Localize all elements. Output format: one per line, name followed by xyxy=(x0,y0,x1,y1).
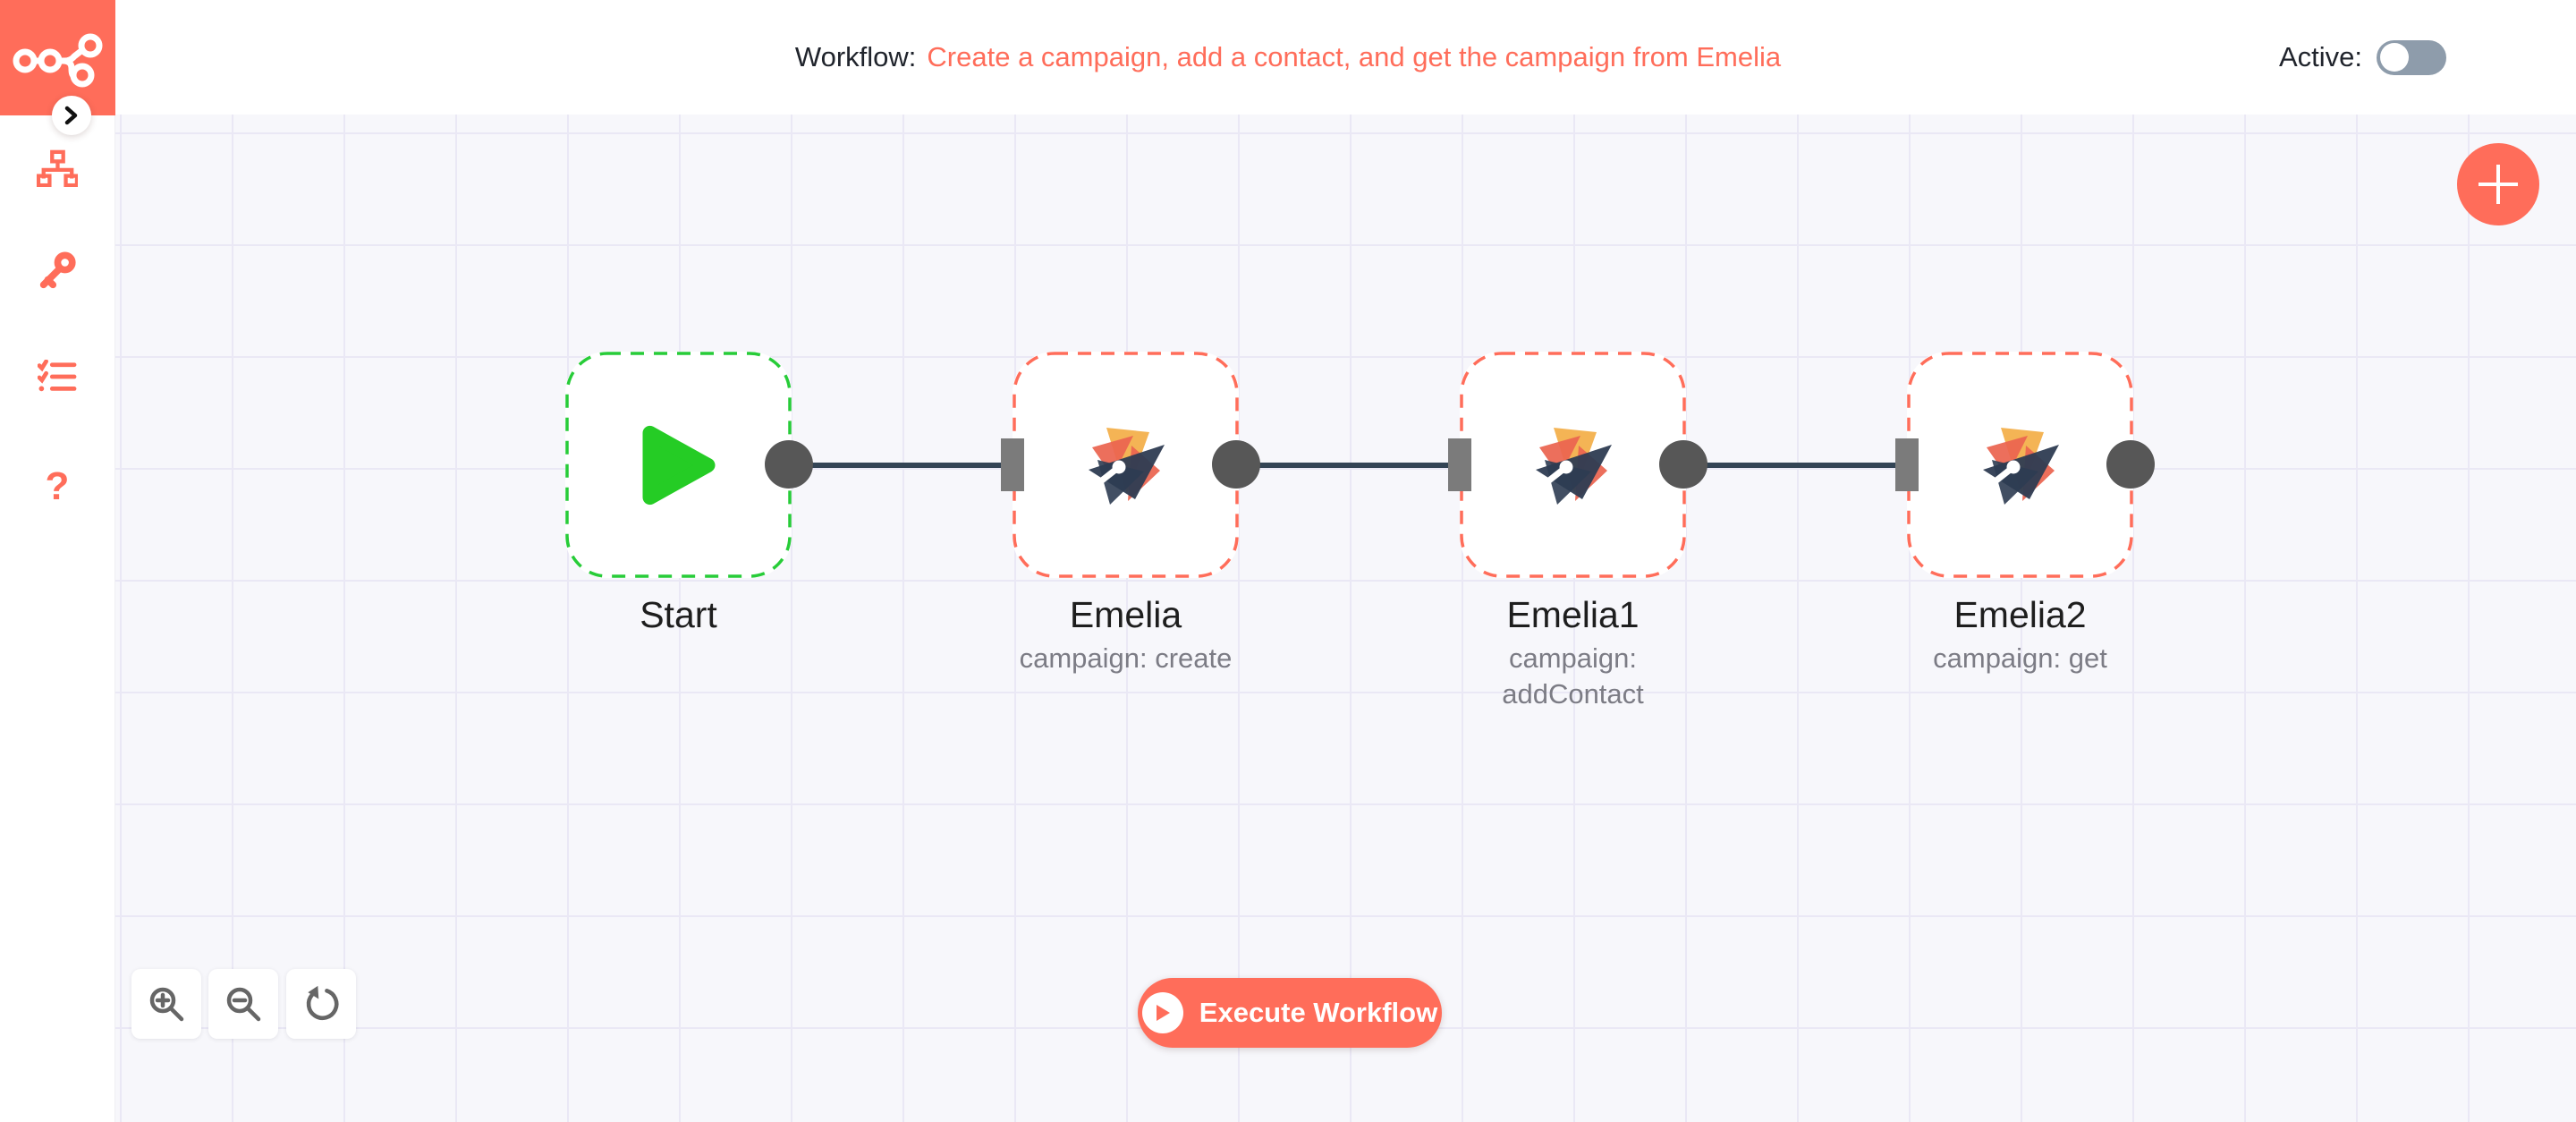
active-toggle[interactable] xyxy=(2377,39,2446,75)
connection-start-emelia[interactable] xyxy=(789,463,1013,468)
sidebar-item-executions[interactable] xyxy=(36,356,79,399)
reset-zoom-button[interactable] xyxy=(286,969,356,1039)
input-endpoint[interactable] xyxy=(1448,438,1471,491)
workflows-icon xyxy=(37,149,78,187)
node-start[interactable] xyxy=(565,352,813,578)
emelia-logo-icon xyxy=(1088,427,1165,505)
node-title: Emelia1 xyxy=(1506,594,1640,635)
plus-icon xyxy=(2479,165,2518,204)
output-endpoint[interactable] xyxy=(1212,440,1260,489)
node-emelia[interactable] xyxy=(1001,352,1260,578)
active-control: Active: xyxy=(2279,0,2446,115)
execute-workflow-label: Execute Workflow xyxy=(1199,997,1438,1028)
node-title: Emelia xyxy=(1069,594,1182,635)
zoom-out-icon xyxy=(226,987,261,1022)
node-label-emelia1: Emelia1 campaign: addContact xyxy=(1460,592,1686,712)
sidebar-item-credentials[interactable] xyxy=(36,250,79,293)
key-icon xyxy=(39,251,76,289)
toggle-knob xyxy=(2380,43,2409,72)
workflow-canvas[interactable] xyxy=(115,115,2576,1122)
input-endpoint[interactable] xyxy=(1001,438,1024,491)
emelia-logo-icon xyxy=(1535,427,1612,505)
start-node-dashed-border xyxy=(565,352,792,578)
header-bar xyxy=(115,0,2576,115)
node-emelia2[interactable] xyxy=(1895,352,2155,578)
sidebar-item-workflows[interactable] xyxy=(36,147,79,190)
chevron-right-icon xyxy=(64,106,78,125)
add-node-button[interactable] xyxy=(2457,143,2539,225)
workflow-title: Workflow: Create a campaign, add a conta… xyxy=(0,0,2576,115)
sidebar-expand-button[interactable] xyxy=(52,96,91,135)
emelia-logo-icon xyxy=(1982,427,2059,505)
connection-emelia-emelia1[interactable] xyxy=(1236,463,1460,468)
executions-list-icon xyxy=(38,360,77,392)
sidebar-item-help[interactable]: ? xyxy=(36,464,79,508)
n8n-logo-icon xyxy=(13,33,103,88)
output-endpoint[interactable] xyxy=(765,440,813,489)
help-icon: ? xyxy=(45,464,70,508)
workflow-name-link[interactable]: Create a campaign, add a contact, and ge… xyxy=(927,41,1782,72)
active-label: Active: xyxy=(2278,41,2362,72)
input-endpoint[interactable] xyxy=(1895,438,1919,491)
reset-undo-icon xyxy=(306,985,339,1021)
sidebar: ? xyxy=(0,0,115,1122)
node-subtitle: campaign: addContact xyxy=(1502,642,1644,710)
zoom-in-icon xyxy=(149,987,184,1022)
node-label-start: Start xyxy=(565,592,792,637)
node-label-emelia: Emelia campaign: create xyxy=(1013,592,1239,676)
zoom-out-button[interactable] xyxy=(208,969,278,1039)
node-subtitle: campaign: create xyxy=(1019,642,1233,674)
n8n-logo[interactable] xyxy=(0,0,115,115)
node-emelia1[interactable] xyxy=(1448,352,1707,578)
connection-emelia1-emelia2[interactable] xyxy=(1683,463,1907,468)
execute-workflow-button[interactable]: Execute Workflow xyxy=(1138,978,1442,1048)
zoom-in-button[interactable] xyxy=(131,969,201,1039)
execute-play-icon xyxy=(1141,992,1183,1033)
node-subtitle: campaign: get xyxy=(1933,642,2107,674)
node-title: Start xyxy=(640,594,717,635)
node-title: Emelia2 xyxy=(1953,594,2087,635)
output-endpoint[interactable] xyxy=(2106,440,2155,489)
output-endpoint[interactable] xyxy=(1659,440,1707,489)
node-label-emelia2: Emelia2 campaign: get xyxy=(1907,592,2133,676)
start-play-icon xyxy=(642,425,715,505)
